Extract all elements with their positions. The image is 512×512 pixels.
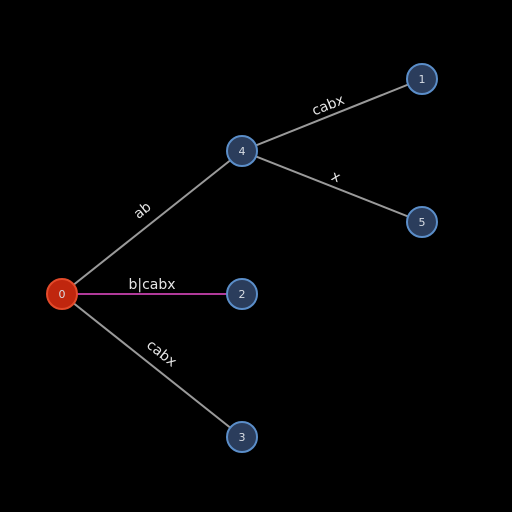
edge-4-1 — [241, 78, 423, 152]
edge-label-0-3: cabx — [143, 337, 179, 370]
edge-labels-layer: ab b|cabx cabx cabx x — [128, 92, 346, 370]
edge-label-0-2: b|cabx — [128, 277, 175, 293]
node-circle-5 — [406, 206, 438, 238]
edge-label-4-5: x — [329, 168, 343, 186]
node-label-3: 3 — [239, 431, 246, 444]
edges-layer — [61, 78, 423, 438]
node-1: 1 — [406, 63, 438, 95]
nodes-layer: 0 4 2 3 1 5 — [46, 63, 438, 453]
node-circle-3 — [226, 421, 258, 453]
node-circle-4 — [226, 135, 258, 167]
node-label-4: 4 — [239, 145, 246, 158]
node-circle-0 — [46, 278, 78, 310]
node-4: 4 — [226, 135, 258, 167]
edge-0-4 — [61, 150, 243, 295]
node-label-2: 2 — [239, 288, 246, 301]
node-0: 0 — [46, 278, 78, 310]
node-label-0: 0 — [59, 288, 66, 301]
edge-label-4-1: cabx — [310, 92, 347, 119]
node-label-5: 5 — [419, 216, 426, 229]
edge-0-3 — [61, 293, 243, 438]
node-circle-2 — [226, 278, 258, 310]
node-5: 5 — [406, 206, 438, 238]
edge-4-5 — [241, 150, 423, 223]
node-2: 2 — [226, 278, 258, 310]
edge-label-0-4: ab — [131, 199, 155, 222]
node-3: 3 — [226, 421, 258, 453]
node-circle-1 — [406, 63, 438, 95]
node-label-1: 1 — [419, 73, 426, 86]
